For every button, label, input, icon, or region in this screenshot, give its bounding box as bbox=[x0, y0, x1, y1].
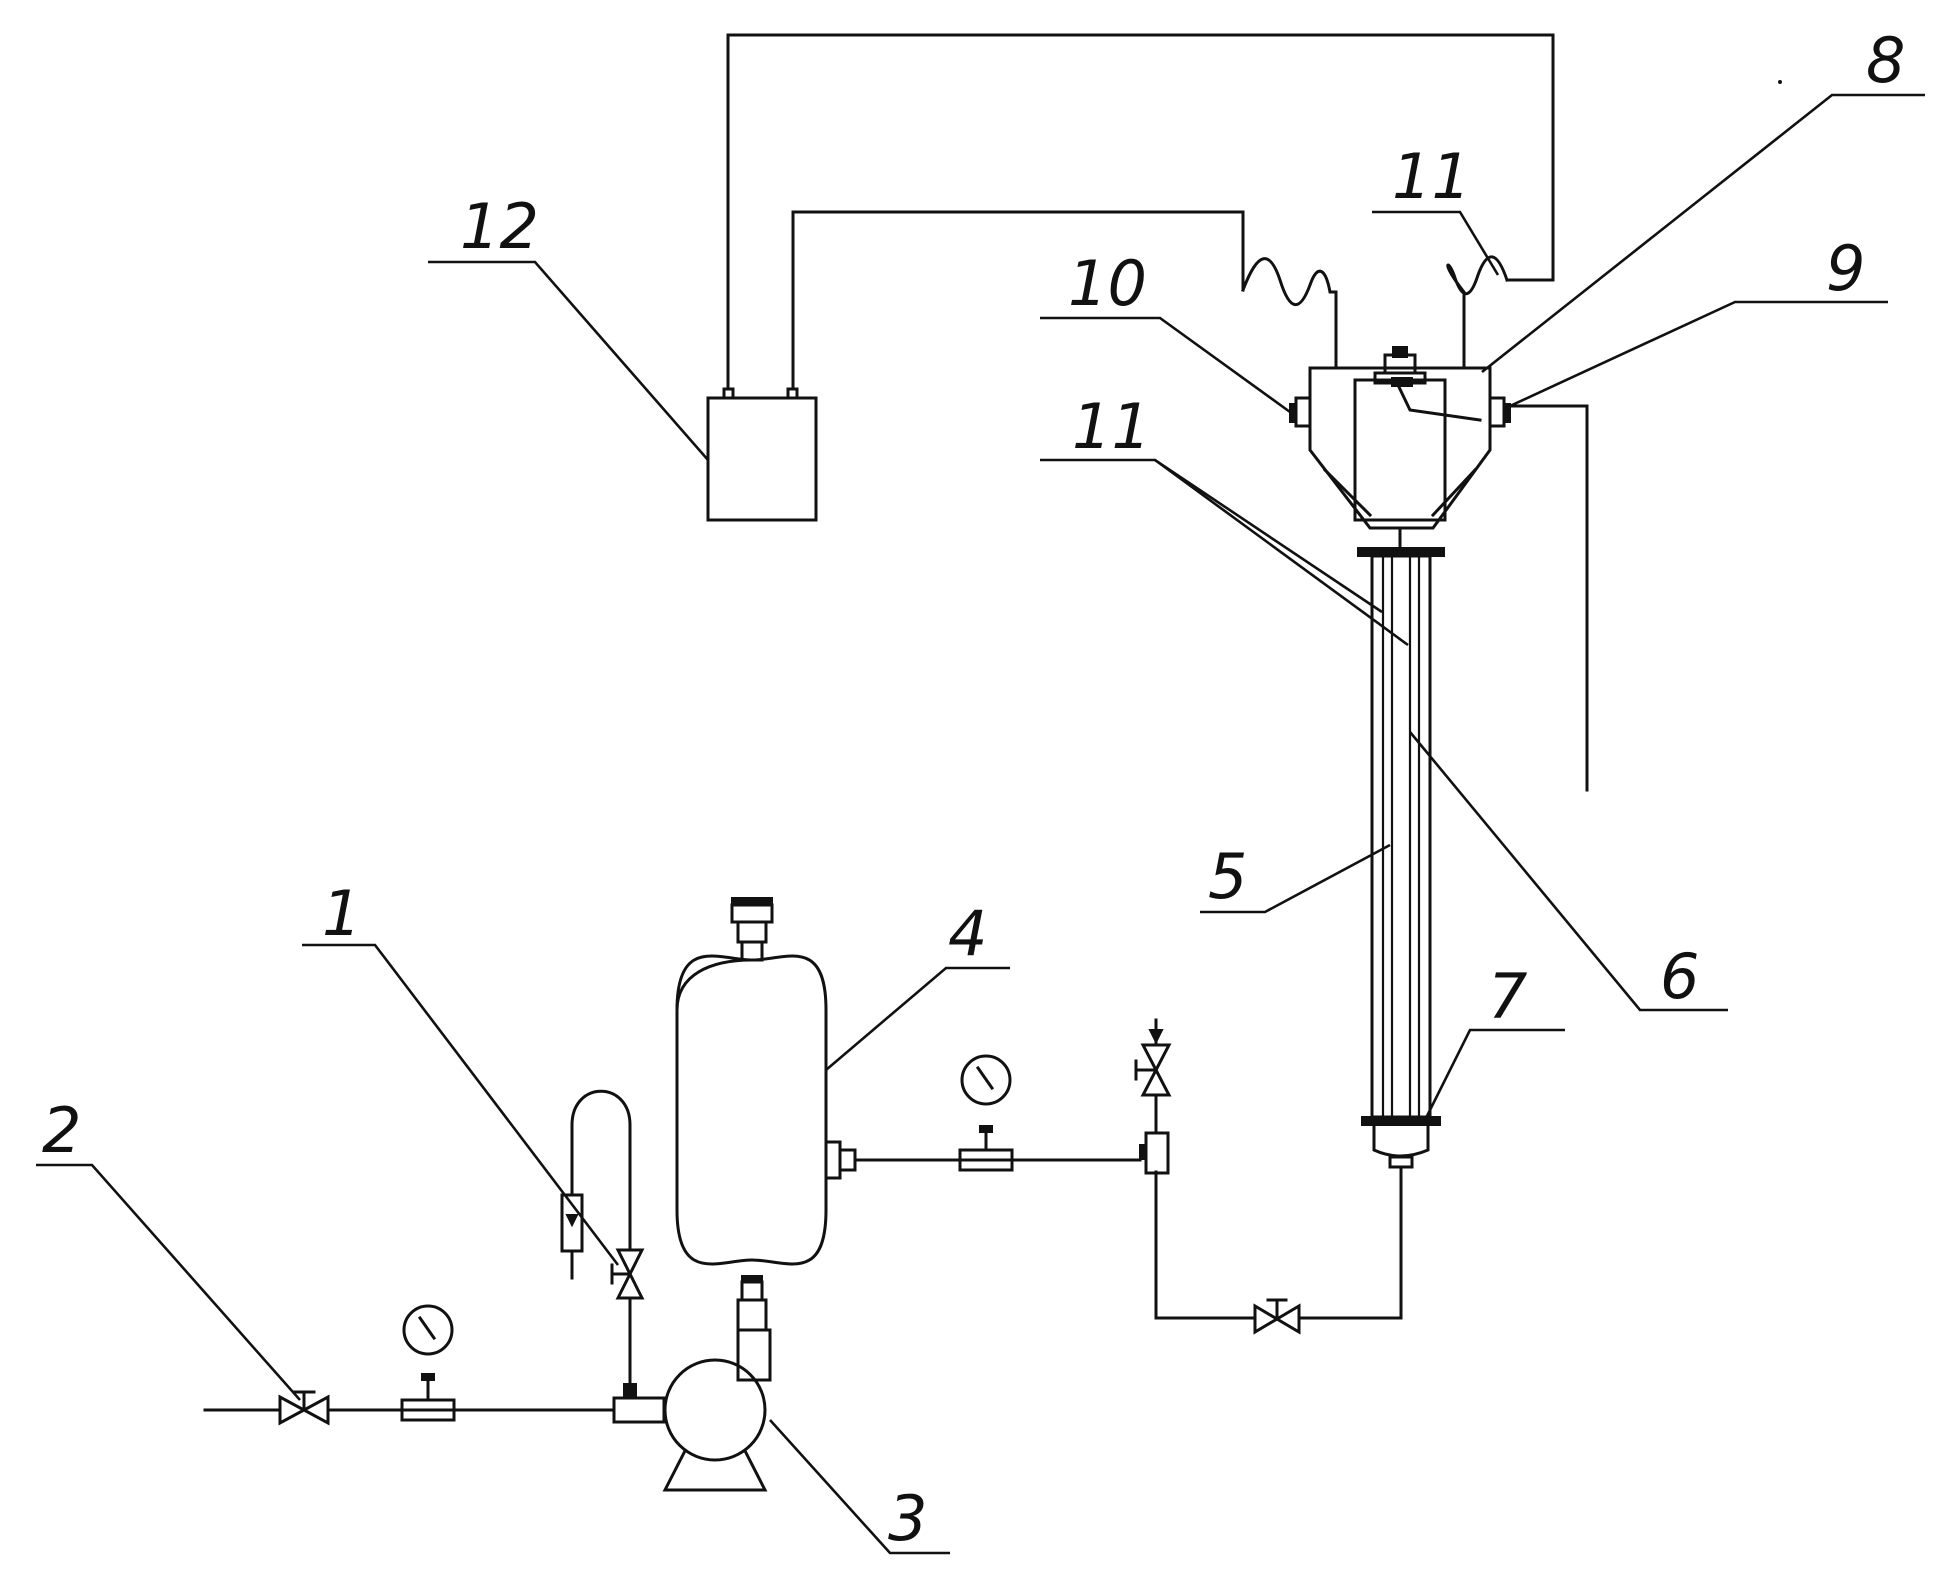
lead-wire-left bbox=[1241, 257, 1338, 370]
header-block bbox=[1134, 1018, 1172, 1175]
callout-3: 3 bbox=[888, 1482, 927, 1555]
inlet-valve-2 bbox=[278, 1390, 330, 1426]
side-port-9 bbox=[1488, 396, 1511, 428]
callout-11-left: 11 bbox=[1072, 390, 1151, 463]
pressure-gauge-mid bbox=[958, 1054, 1014, 1172]
bypass-loop bbox=[570, 1089, 645, 1386]
control-wire-outer bbox=[726, 33, 1555, 391]
leader-3 bbox=[769, 1419, 950, 1555]
leader-11-left-b bbox=[1154, 458, 1409, 647]
flow-meter bbox=[560, 1193, 584, 1280]
callout-8: 8 bbox=[1866, 24, 1905, 97]
callout-2: 2 bbox=[42, 1094, 81, 1167]
leader-7 bbox=[1423, 1028, 1565, 1121]
tube-column bbox=[1357, 528, 1445, 1126]
bottom-cap-7 bbox=[1372, 1123, 1430, 1169]
pump-3 bbox=[612, 1328, 772, 1492]
head-vessel bbox=[1308, 346, 1492, 530]
leader-4 bbox=[825, 966, 1010, 1071]
leader-12 bbox=[428, 260, 709, 461]
callout-7: 7 bbox=[1488, 960, 1527, 1033]
leader-6 bbox=[1408, 731, 1728, 1012]
pressure-tank-4 bbox=[675, 897, 857, 1332]
pressure-gauge-inlet bbox=[400, 1304, 456, 1422]
outlet-pipe-9 bbox=[1508, 404, 1589, 792]
side-port-10 bbox=[1289, 396, 1312, 428]
leader-11-top bbox=[1372, 210, 1500, 276]
leader-10 bbox=[1040, 316, 1291, 414]
leader-2 bbox=[36, 1163, 301, 1401]
callout-5: 5 bbox=[1208, 840, 1247, 913]
return-pipe bbox=[1154, 1165, 1403, 1320]
callout-6: 6 bbox=[1660, 940, 1699, 1013]
leader-8 bbox=[1481, 93, 1925, 374]
callout-4: 4 bbox=[948, 897, 987, 970]
control-wire-inner bbox=[791, 210, 1245, 391]
speck bbox=[1778, 80, 1782, 84]
return-valve bbox=[1253, 1298, 1301, 1335]
leader-5 bbox=[1200, 843, 1391, 914]
leader-9 bbox=[1509, 300, 1888, 408]
callout-1: 1 bbox=[322, 877, 361, 950]
callout-9: 9 bbox=[1826, 232, 1865, 305]
callout-11-top: 11 bbox=[1392, 140, 1471, 213]
control-box-12 bbox=[706, 387, 818, 522]
lead-wire-right bbox=[1446, 255, 1509, 370]
callout-10: 10 bbox=[1068, 247, 1147, 320]
callout-12: 12 bbox=[460, 190, 539, 263]
leader-1 bbox=[302, 943, 620, 1266]
